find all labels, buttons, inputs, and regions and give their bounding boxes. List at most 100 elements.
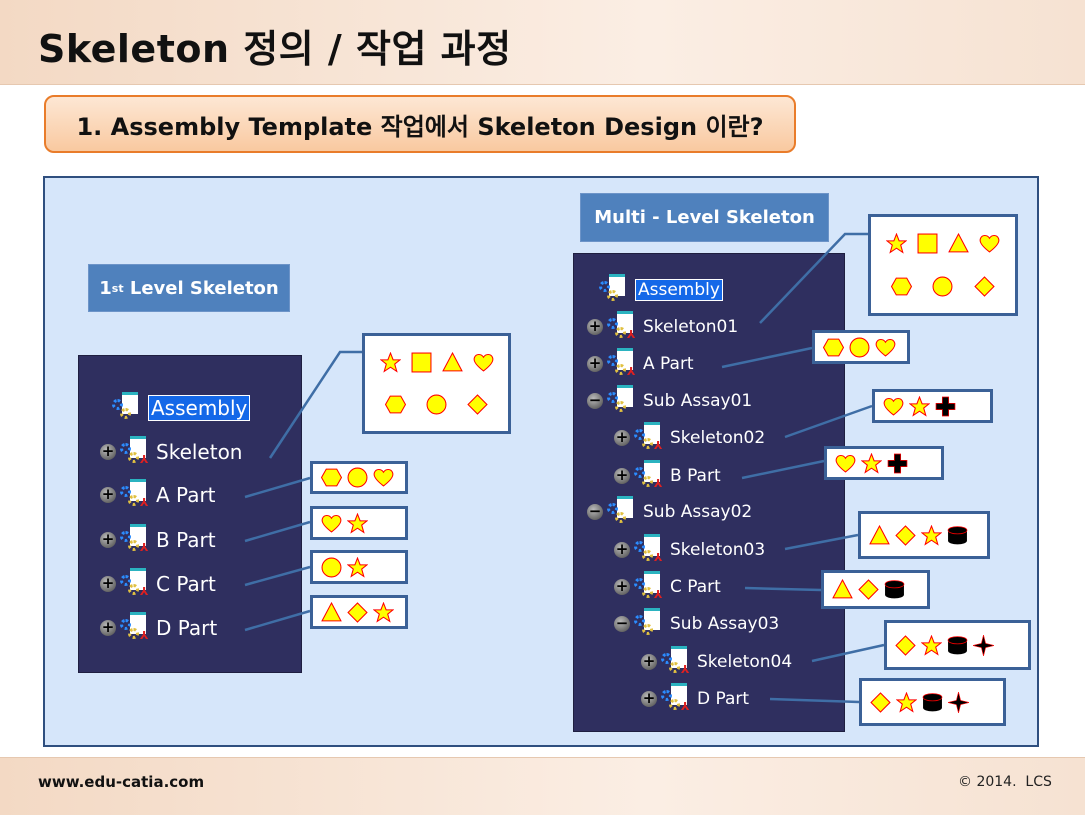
expand-icon[interactable]: + [100, 530, 116, 548]
shape-box [310, 506, 408, 540]
tree-node-label: Assembly [635, 279, 723, 301]
part-icon: ⅄ [118, 612, 152, 644]
part-icon: ⅄ [632, 422, 666, 454]
part-icon: ⅄ [605, 348, 639, 380]
label-sup: st [111, 281, 124, 295]
sparkle-icon [973, 634, 994, 656]
diamond-icon [347, 601, 368, 623]
collapse-icon[interactable]: − [614, 614, 630, 632]
expand-icon[interactable]: + [614, 577, 630, 595]
shape-box [310, 550, 408, 584]
tree-node[interactable]: +⅄Skeleton04 [641, 646, 793, 676]
expand-icon[interactable]: + [587, 354, 603, 372]
heart-icon [473, 353, 493, 372]
shape-box [310, 461, 408, 494]
heart-icon [883, 397, 904, 416]
tree-node[interactable]: +⅄Skeleton [100, 436, 243, 466]
triangle-icon [832, 579, 853, 599]
label-text: Level Skeleton [123, 277, 279, 299]
expand-icon[interactable]: + [100, 618, 116, 636]
tree-node[interactable]: +⅄Skeleton01 [587, 311, 738, 341]
tree-node-label: Sub Assay01 [643, 391, 753, 411]
hexagon-icon [321, 468, 342, 487]
tree-node[interactable]: +⅄A Part [100, 479, 216, 509]
product-icon [597, 274, 631, 306]
cylinder-icon [947, 525, 968, 544]
tree-node[interactable]: +⅄Skeleton02 [614, 422, 765, 452]
tree-node[interactable]: +⅄C Part [614, 571, 721, 601]
circle-icon [347, 467, 368, 488]
expand-icon[interactable]: + [100, 485, 116, 503]
part-icon: ⅄ [118, 568, 152, 600]
tree-node[interactable]: +⅄D Part [641, 683, 749, 713]
part-icon: ⅄ [118, 524, 152, 556]
star-icon [861, 452, 882, 474]
tree-node-label: A Part [156, 483, 216, 507]
tree-node-label: Skeleton [156, 440, 243, 464]
square-icon [411, 352, 431, 373]
footer-copyright: © 2014. LCS [958, 774, 1052, 790]
circle-icon [321, 557, 342, 577]
multi-level-label: Multi - Level Skeleton [580, 193, 829, 242]
tree-node[interactable]: +⅄Skeleton03 [614, 534, 766, 564]
heart-icon [321, 514, 342, 533]
triangle-icon [321, 601, 342, 621]
star-icon [347, 556, 368, 578]
tree-node-label: D Part [156, 616, 218, 640]
shape-box [824, 446, 944, 480]
tree-node[interactable]: Assembly [110, 392, 251, 421]
tree-node[interactable]: −Sub Assay02 [587, 496, 752, 524]
sparkle-icon [948, 691, 969, 713]
tree-node[interactable]: − Sub Assay03 [614, 608, 780, 636]
expand-icon[interactable]: + [614, 466, 630, 484]
product-icon [110, 392, 144, 424]
star-icon [373, 601, 394, 623]
tree-node[interactable]: +⅄B Part [100, 524, 216, 554]
star-icon [379, 352, 401, 373]
expand-icon[interactable]: + [614, 428, 630, 446]
hexagon-icon [890, 277, 912, 296]
circle-icon [426, 394, 447, 415]
expand-icon[interactable]: + [614, 540, 630, 558]
heart-icon [835, 454, 856, 473]
part-icon: ⅄ [605, 311, 639, 343]
tree-node-label: Skeleton03 [670, 540, 766, 560]
product-icon [632, 608, 666, 640]
shape-box [821, 570, 930, 609]
shape-box [858, 511, 990, 559]
expand-icon[interactable]: + [641, 652, 657, 670]
expand-icon[interactable]: + [100, 442, 116, 460]
shape-box [859, 678, 1006, 726]
tree-node-label: Sub Assay03 [670, 614, 780, 634]
footer-site-link[interactable]: www.edu-catia.com [38, 773, 205, 791]
cylinder-icon [922, 692, 943, 711]
star-icon [347, 512, 368, 534]
heart-icon [875, 338, 896, 357]
tree-node-label: C Part [156, 572, 216, 596]
shape-box [868, 214, 1018, 316]
diamond-icon [870, 691, 891, 713]
part-icon: ⅄ [659, 646, 693, 678]
product-icon [605, 385, 639, 417]
collapse-icon[interactable]: − [587, 502, 603, 520]
tree-node-label: Skeleton04 [697, 652, 793, 672]
collapse-icon[interactable]: − [587, 391, 603, 409]
expand-icon[interactable]: + [641, 689, 657, 707]
diamond-icon [895, 524, 916, 546]
tree-node[interactable]: +⅄D Part [100, 612, 218, 642]
tree-node[interactable]: +⅄B Part [614, 460, 721, 490]
expand-icon[interactable]: + [100, 574, 116, 592]
tree-node-label: C Part [670, 577, 721, 597]
cylinder-icon [884, 580, 905, 599]
tree-node[interactable]: +⅄C Part [100, 568, 216, 598]
product-icon [605, 496, 639, 528]
heart-icon [979, 235, 1000, 253]
tree-node[interactable]: Assembly [597, 274, 723, 302]
expand-icon[interactable]: + [587, 317, 603, 335]
hexagon-icon [823, 338, 844, 356]
tree-node[interactable]: − Sub Assay01 [587, 385, 753, 413]
tree-node-label: B Part [156, 528, 216, 552]
triangle-icon [441, 352, 463, 372]
tree-node[interactable]: +⅄A Part [587, 348, 694, 378]
